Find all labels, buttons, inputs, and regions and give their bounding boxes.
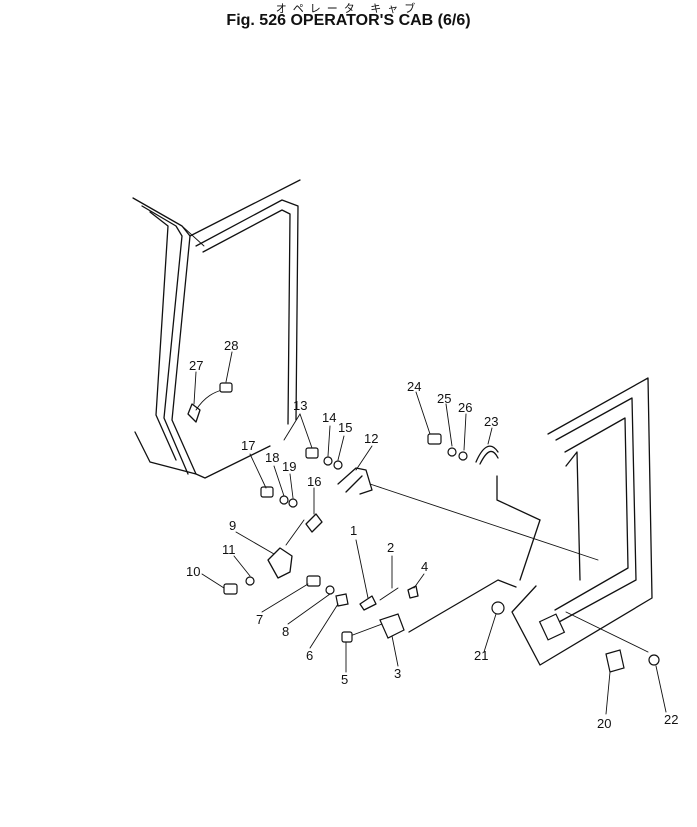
callout-25: 25 bbox=[437, 391, 451, 406]
callout-19: 19 bbox=[282, 459, 296, 474]
diagram-subtitle-jp: オペレータ キャブ bbox=[275, 2, 422, 15]
cab-frame-left bbox=[132, 179, 301, 479]
callout-3: 3 bbox=[394, 666, 401, 681]
parts bbox=[187, 382, 660, 673]
callout-labels: 1 2 3 4 5 6 7 8 9 10 11 12 13 14 15 16 1… bbox=[186, 338, 678, 731]
leader-lines bbox=[193, 351, 667, 715]
callout-18: 18 bbox=[265, 450, 279, 465]
callout-27: 27 bbox=[189, 358, 203, 373]
callout-9: 9 bbox=[229, 518, 236, 533]
callout-1: 1 bbox=[350, 523, 357, 538]
callout-28: 28 bbox=[224, 338, 238, 353]
callout-22: 22 bbox=[664, 712, 678, 727]
callout-14: 14 bbox=[322, 410, 336, 425]
callout-17: 17 bbox=[241, 438, 255, 453]
guide-lines bbox=[283, 413, 649, 653]
callout-26: 26 bbox=[458, 400, 472, 415]
callout-7: 7 bbox=[256, 612, 263, 627]
callout-21: 21 bbox=[474, 648, 488, 663]
cab-door-right bbox=[408, 377, 653, 666]
callout-15: 15 bbox=[338, 420, 352, 435]
diagram-title: Fig. 526 OPERATOR'S CAB (6/6) bbox=[226, 12, 471, 29]
callout-20: 20 bbox=[597, 716, 611, 731]
callout-11: 11 bbox=[222, 542, 236, 557]
callout-24: 24 bbox=[407, 379, 421, 394]
callout-2: 2 bbox=[387, 540, 394, 555]
callout-8: 8 bbox=[282, 624, 289, 639]
callout-12: 12 bbox=[364, 431, 378, 446]
callout-6: 6 bbox=[306, 648, 313, 663]
callout-5: 5 bbox=[341, 672, 348, 687]
callout-4: 4 bbox=[421, 559, 428, 574]
callout-13: 13 bbox=[293, 398, 307, 413]
callout-10: 10 bbox=[186, 564, 200, 579]
callout-16: 16 bbox=[307, 474, 321, 489]
callout-23: 23 bbox=[484, 414, 498, 429]
